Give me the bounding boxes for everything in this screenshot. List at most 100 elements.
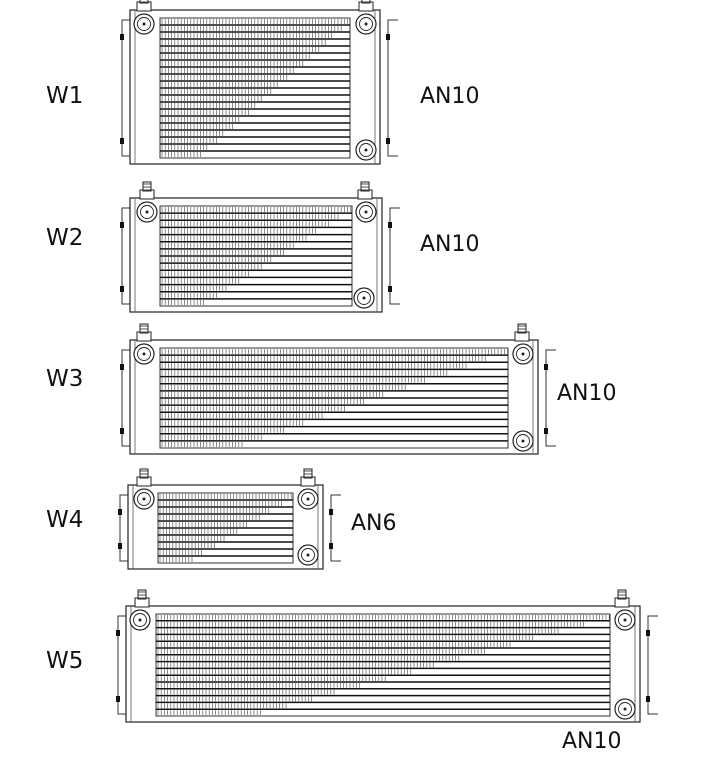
fin-strip [161, 145, 208, 150]
fin-strip [161, 40, 326, 45]
fitting-icon [136, 468, 152, 487]
fin-strip [157, 703, 287, 709]
fitting-label-w2: AN10 [420, 232, 480, 257]
fin-strip [161, 377, 425, 383]
port-boss-icon [355, 13, 377, 35]
cooler-w4 [118, 468, 341, 570]
fin-strip [157, 710, 261, 715]
model-label-w4: W4 [46, 507, 84, 533]
fin-strip [157, 662, 434, 668]
fin-strip [161, 228, 316, 234]
fin-strip [157, 642, 511, 647]
fin-strip [161, 54, 310, 59]
bracket-bolt [544, 364, 548, 370]
fin-strip [159, 536, 225, 541]
fitting-icon [300, 468, 316, 487]
port-boss-icon [355, 201, 377, 223]
fin-strip [161, 399, 364, 405]
bracket-bolt [120, 286, 124, 292]
fin-strip [161, 292, 217, 298]
fin-strip [161, 299, 204, 305]
bracket-right [545, 349, 556, 447]
fitting-icon [139, 181, 155, 200]
port-boss-icon [133, 343, 155, 365]
fitting-label-w4: AN6 [351, 511, 397, 536]
fin-strip [157, 669, 412, 675]
fin-strip [161, 278, 240, 284]
fitting-icon [614, 589, 630, 608]
bracket-right [647, 615, 658, 715]
fin-strip [161, 406, 345, 412]
fin-strip [161, 221, 329, 227]
fin-strip [159, 529, 238, 534]
bracket-bolt [329, 509, 333, 515]
fin-strip [161, 82, 278, 87]
port-boss-icon [136, 201, 158, 223]
bracket-bolt [329, 543, 333, 549]
bracket-right [389, 207, 400, 305]
fin-strip [161, 124, 233, 129]
fin-strip [161, 131, 224, 136]
fin-strip [161, 242, 294, 248]
fin-strip [157, 635, 533, 641]
port-boss-icon [297, 488, 319, 510]
port-boss-icon [614, 698, 636, 720]
port-boss-icon [133, 488, 155, 510]
fin-strip [159, 494, 292, 499]
fin-strip [159, 508, 270, 513]
bracket-bolt [120, 34, 124, 40]
port-boss-icon [129, 609, 151, 631]
cooler-w1 [120, 0, 398, 165]
fin-strip [159, 515, 260, 520]
fin-strip [157, 683, 360, 688]
port-boss-icon [297, 544, 319, 566]
fin-strip [161, 370, 448, 376]
bracket-bolt [388, 222, 392, 228]
fin-strip [161, 207, 352, 213]
fin-strip [161, 26, 342, 31]
fin-strip [157, 689, 335, 695]
fin-strip [161, 420, 304, 426]
fin-strip [161, 75, 288, 80]
fitting-label-w3: AN10 [557, 381, 617, 406]
fin-strip [161, 427, 284, 433]
bracket-left [117, 615, 126, 715]
bracket-bolt [118, 543, 122, 549]
fin-strip [161, 384, 406, 390]
bracket-left [121, 19, 130, 157]
fin-strip [161, 96, 262, 101]
fin-strip [161, 138, 217, 143]
bracket-bolt [386, 34, 390, 40]
fin-strip [161, 391, 384, 397]
bracket-bolt [120, 364, 124, 370]
bracket-bolt [116, 696, 120, 702]
model-label-w2: W2 [46, 225, 84, 251]
bracket-bolt [388, 286, 392, 292]
fin-strip [161, 413, 323, 419]
bracket-left [121, 207, 130, 305]
bracket-bolt [118, 509, 122, 515]
fin-strip [161, 110, 249, 115]
fin-strip [157, 615, 610, 620]
fin-strip [161, 264, 262, 270]
fin-strip [161, 285, 227, 291]
fin-strip [161, 68, 294, 73]
bracket-left [121, 349, 130, 447]
model-label-w1: W1 [46, 83, 84, 109]
fin-strip [161, 103, 256, 108]
fitting-icon [136, 0, 152, 12]
model-label-w5: W5 [46, 648, 84, 674]
port-boss-icon [512, 343, 534, 365]
bracket-bolt [544, 428, 548, 434]
fin-strip [161, 89, 272, 94]
cooler-w2 [120, 181, 400, 313]
fin-strip [157, 628, 559, 634]
fin-strip [161, 356, 486, 362]
bracket-bolt [386, 138, 390, 144]
fin-strip [161, 214, 339, 220]
port-boss-icon [512, 430, 534, 452]
bracket-bolt [120, 138, 124, 144]
fin-strip [157, 676, 386, 681]
